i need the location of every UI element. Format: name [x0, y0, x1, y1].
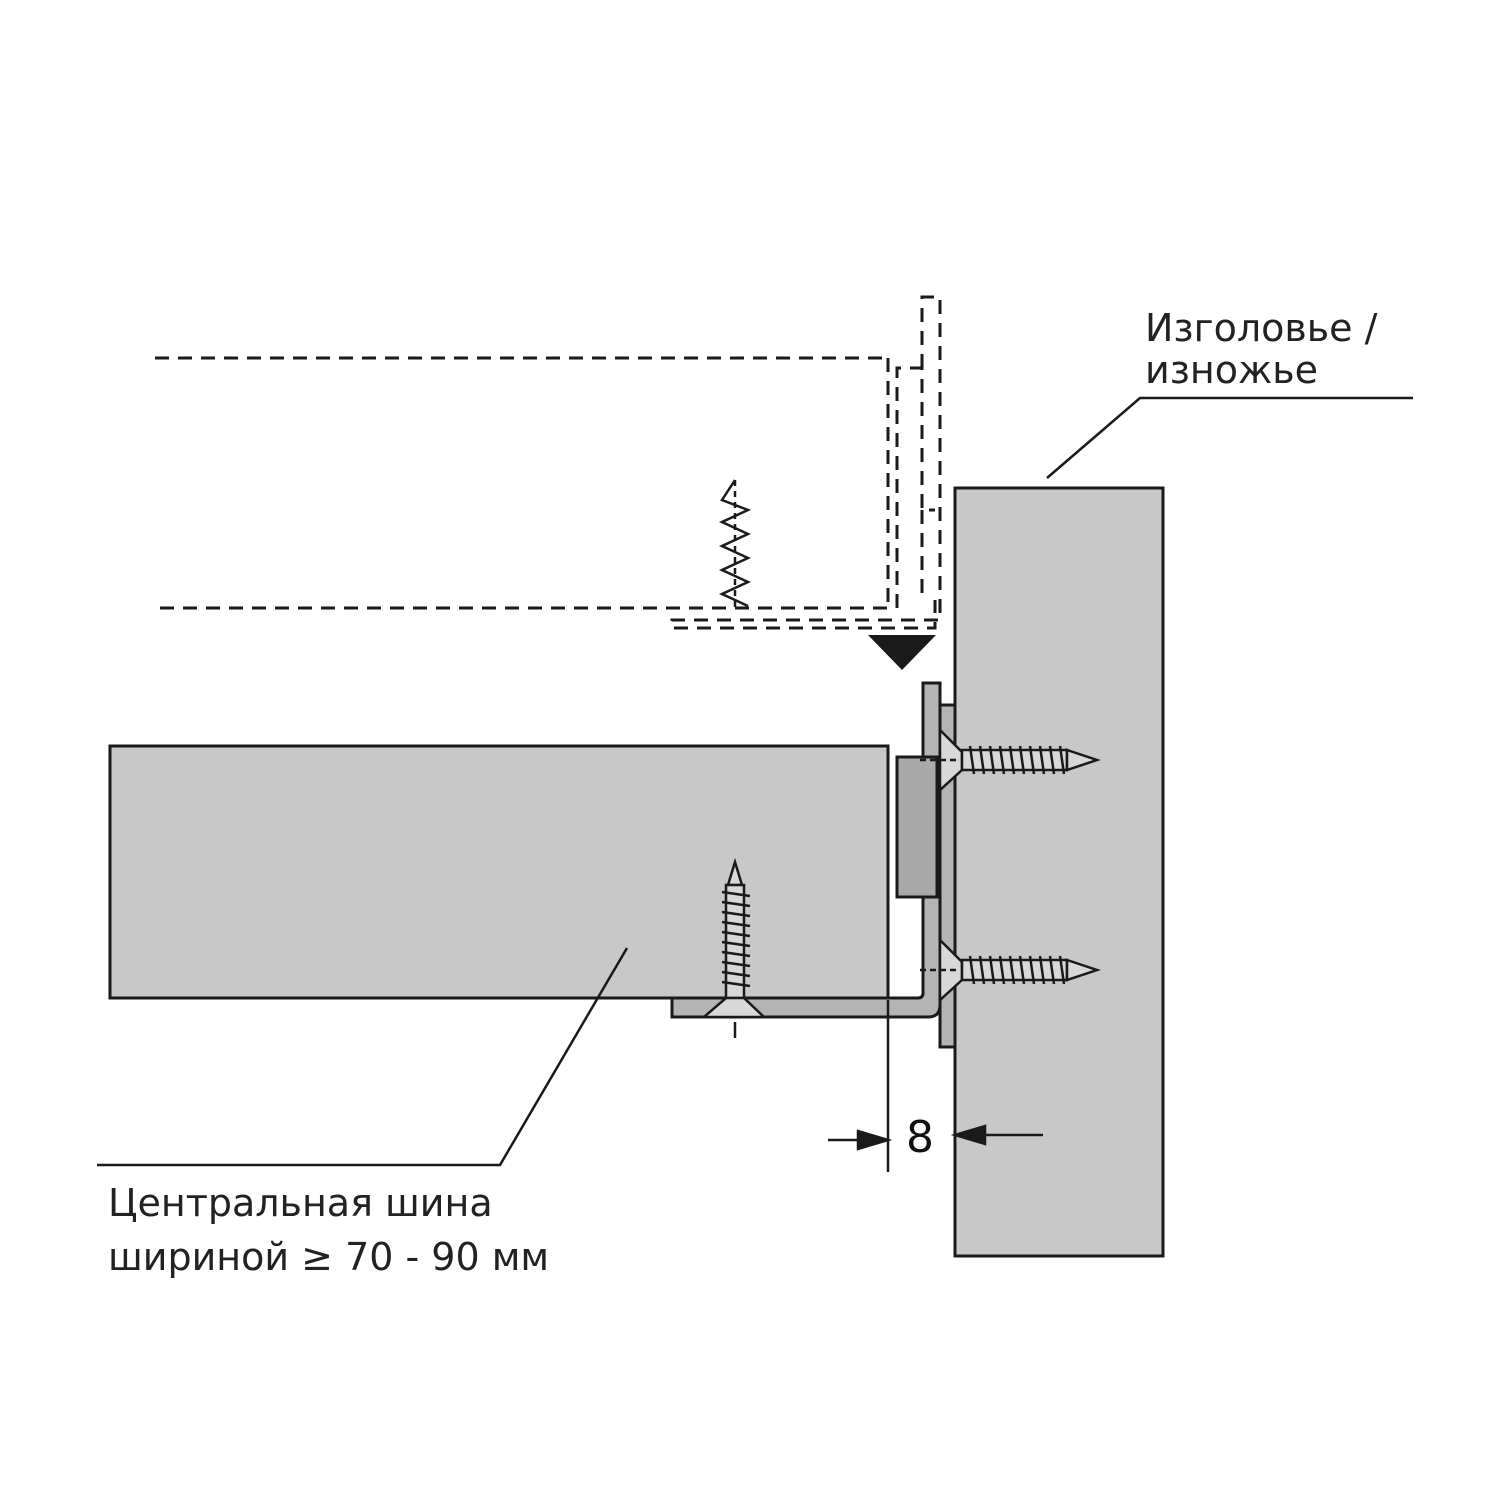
dimension-arrow-left [856, 1129, 893, 1151]
rail-leader-line [97, 947, 629, 1167]
spacer-block [895, 755, 939, 899]
dimension-arrow-right [950, 1124, 987, 1146]
headboard-label-line2: изножье [1145, 348, 1319, 392]
rail-label-line2: шириной ≥ 70 - 90 мм [108, 1235, 550, 1279]
position-marker-triangle [868, 635, 936, 670]
headboard-label-line1: Изголовье / [1145, 306, 1378, 350]
screw-bottom [920, 936, 1101, 1003]
dashed-upper-position [155, 295, 942, 630]
gap-dimension-value: 8 [906, 1112, 934, 1163]
headboard-panel [953, 486, 1165, 1258]
rail-label-line1: Центральная шина [108, 1181, 493, 1225]
gap-dimension [828, 1000, 1043, 1172]
rail-screw [700, 857, 768, 1038]
screw-top [920, 726, 1101, 793]
central-rail [108, 744, 890, 1000]
headboard-leader-line [1046, 396, 1413, 479]
wall-screws [920, 726, 1101, 1003]
dashed-screw [719, 479, 752, 612]
